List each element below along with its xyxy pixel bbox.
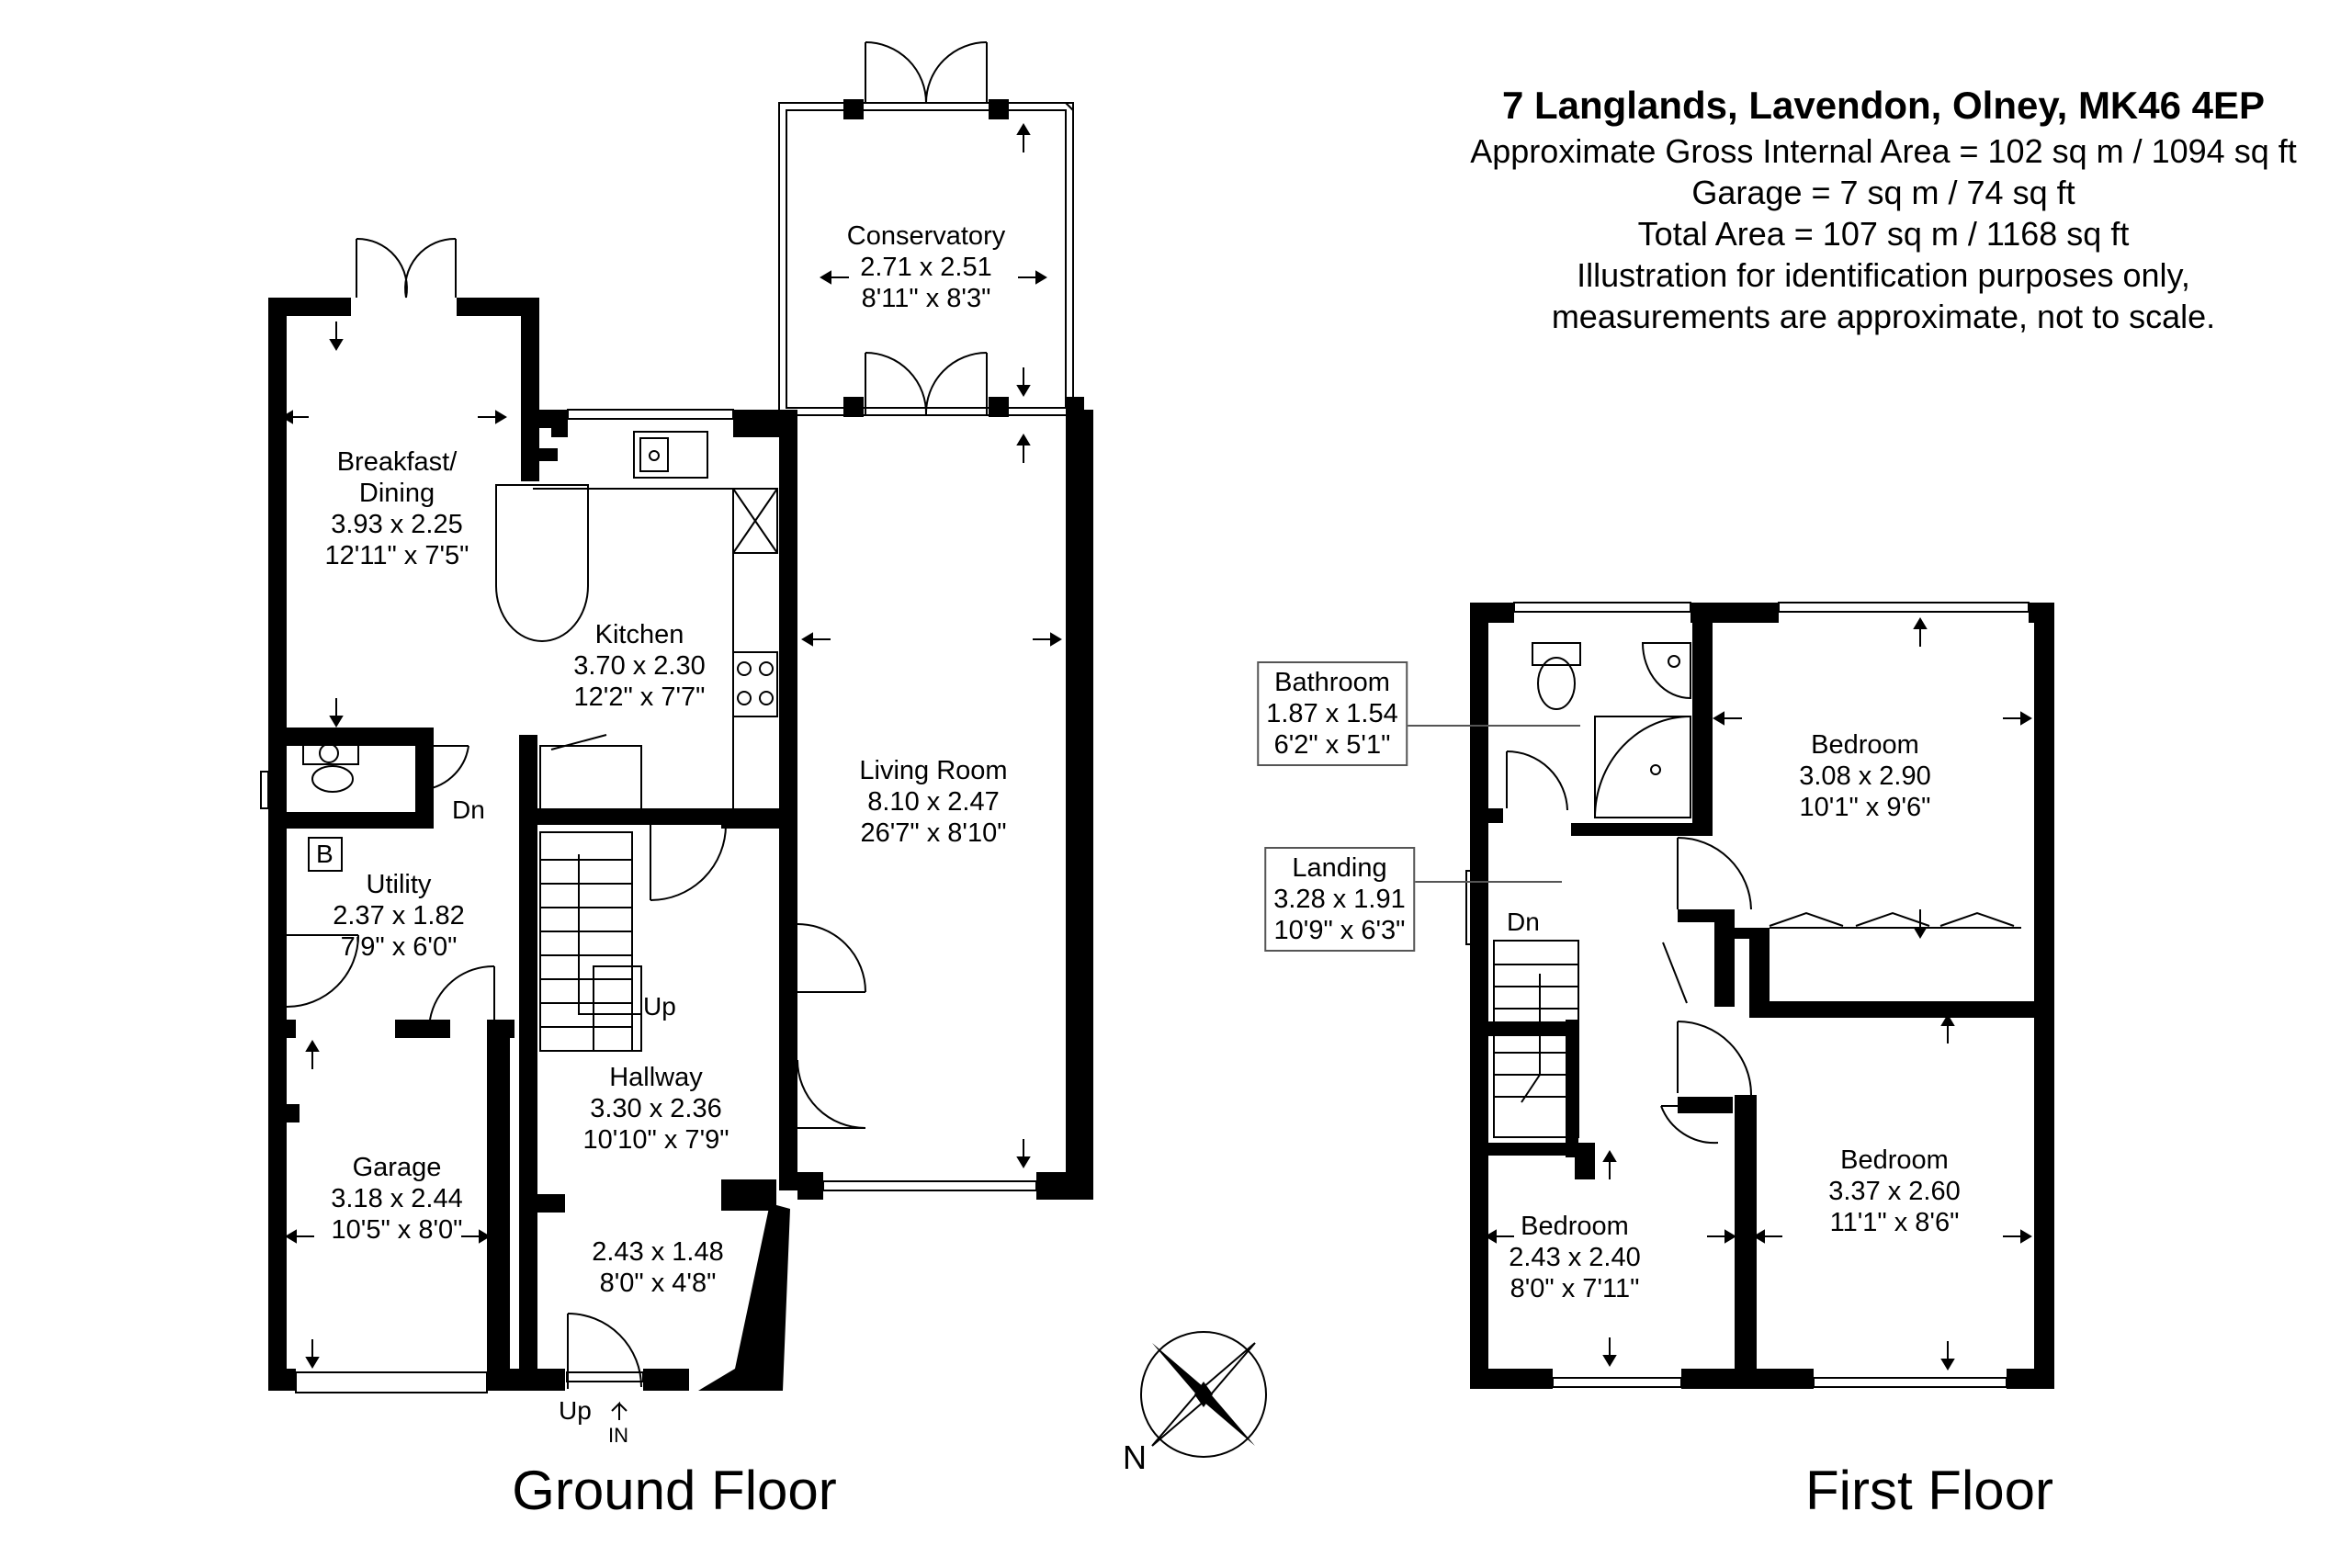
room-label-porch: 2.43 x 1.48 8'0" x 4'8": [592, 1236, 724, 1299]
compass-north-label: N: [1123, 1438, 1147, 1476]
room-imperial: 11'1" x 8'6": [1829, 1208, 1960, 1237]
room-name: Utility: [366, 870, 432, 899]
disclaimer-line-2: measurements are approximate, not to sca…: [1551, 298, 2216, 335]
room-label-landing: Landing 3.28 x 1.91 10'9" x 6'3": [1264, 847, 1415, 952]
ground-floor-walls: [268, 298, 1093, 1391]
room-label-garage: Garage 3.18 x 2.44 10'5" x 8'0": [331, 1152, 463, 1246]
room-imperial: 8'0" x 7'11": [1510, 1274, 1640, 1303]
room-name: Living Room: [859, 756, 1008, 785]
first-floor-walls: [1470, 603, 2054, 1389]
room-name: Landing: [1292, 853, 1387, 883]
first-floor-stairs-down-label: Dn: [1507, 908, 1540, 936]
room-imperial: 12'11" x 7'5": [324, 541, 469, 570]
room-metric: 3.93 x 2.25: [331, 510, 463, 539]
room-name: Breakfast/: [336, 447, 458, 477]
ground-floor-title: Ground Floor: [512, 1460, 837, 1521]
room-metric: 1.87 x 1.54: [1266, 699, 1398, 728]
room-name: Bedroom: [1811, 730, 1919, 760]
ground-floor-doors: [286, 41, 988, 1389]
room-name: Bathroom: [1274, 668, 1390, 697]
room-metric: 3.70 x 2.30: [573, 651, 706, 681]
room-metric: 2.37 x 1.82: [333, 901, 465, 931]
room-metric: 2.71 x 2.51: [860, 253, 992, 282]
room-name: Bedroom: [1521, 1212, 1629, 1241]
room-label-utility: Utility 2.37 x 1.82 7'9" x 6'0": [333, 869, 465, 963]
first-floor-windows: [1465, 602, 2030, 1388]
total-area: Total Area = 107 sq m / 1168 sq ft: [1637, 215, 2130, 253]
room-metric: 2.43 x 1.48: [592, 1237, 724, 1267]
room-name: Conservatory: [846, 221, 1006, 251]
stairs-up-label: Up: [643, 992, 676, 1021]
first-floor-title: First Floor: [1805, 1460, 2053, 1521]
room-metric: 2.43 x 2.40: [1509, 1243, 1641, 1272]
entrance-up-label: Up: [559, 1396, 592, 1425]
garage-area: Garage = 7 sq m / 74 sq ft: [1691, 174, 2075, 211]
room-name: Hallway: [609, 1063, 703, 1092]
room-metric: 3.08 x 2.90: [1799, 761, 1931, 791]
room-label-bathroom: Bathroom 1.87 x 1.54 6'2" x 5'1": [1257, 661, 1408, 766]
room-imperial: 26'7" x 8'10": [860, 818, 1007, 848]
room-label-conservatory: Conservatory 2.71 x 2.51 8'11" x 8'3": [847, 220, 1005, 314]
room-imperial: 10'10" x 7'9": [582, 1125, 729, 1155]
room-label-breakfast-dining: Breakfast/ Dining 3.93 x 2.25 12'11" x 7…: [325, 446, 469, 571]
room-label-bedroom-1: Bedroom 3.08 x 2.90 10'1" x 9'6": [1799, 729, 1931, 823]
room-imperial: 7'9" x 6'0": [340, 932, 458, 962]
compass-rose: [1140, 1331, 1267, 1458]
dimension-arrows: [281, 123, 2032, 1371]
room-imperial: 12'2" x 7'7": [573, 682, 706, 712]
first-floor-fittings: [1493, 642, 2021, 1145]
room-metric: 3.18 x 2.44: [331, 1184, 463, 1213]
ground-floor-stairs: [539, 831, 642, 1420]
conservatory-posts: [843, 99, 1084, 417]
room-imperial: 10'5" x 8'0": [331, 1215, 463, 1245]
room-label-kitchen: Kitchen 3.70 x 2.30 12'2" x 7'7": [573, 619, 706, 713]
room-metric: 3.30 x 2.36: [590, 1094, 722, 1123]
stairs-down-label: Dn: [452, 795, 485, 824]
property-header: 7 Langlands, Lavendon, Olney, MK46 4EP A…: [1185, 81, 2352, 337]
room-label-hallway: Hallway 3.30 x 2.36 10'10" x 7'9": [582, 1062, 729, 1156]
room-imperial: 6'2" x 5'1": [1273, 730, 1391, 760]
boiler-label: B: [316, 840, 334, 868]
room-metric: 3.37 x 2.60: [1828, 1177, 1961, 1206]
room-imperial: 10'1" x 9'6": [1799, 793, 1931, 822]
room-imperial: 10'9" x 6'3": [1273, 916, 1406, 945]
room-imperial: 8'0" x 4'8": [599, 1269, 717, 1298]
room-name: Bedroom: [1840, 1145, 1949, 1175]
room-imperial: 8'11" x 8'3": [861, 284, 991, 313]
room-label-bedroom-3: Bedroom 2.43 x 2.40 8'0" x 7'11": [1509, 1211, 1641, 1304]
disclaimer-line-1: Illustration for identification purposes…: [1577, 256, 2190, 294]
property-address: 7 Langlands, Lavendon, Olney, MK46 4EP: [1501, 84, 2266, 127]
room-name: Garage: [352, 1153, 442, 1182]
room-name: Kitchen: [594, 620, 684, 649]
entrance-in-label: IN: [608, 1424, 628, 1447]
room-label-bedroom-2: Bedroom 3.37 x 2.60 11'1" x 8'6": [1828, 1145, 1961, 1238]
ground-floor-windows: [260, 409, 1037, 1393]
gross-internal-area: Approximate Gross Internal Area = 102 sq…: [1470, 132, 2297, 170]
room-name: Dining: [358, 479, 435, 508]
kitchen-fittings: [302, 431, 778, 872]
room-metric: 3.28 x 1.91: [1273, 885, 1406, 914]
label-leaders: [1408, 725, 1580, 883]
room-metric: 8.10 x 2.47: [867, 787, 1000, 817]
room-label-living-room: Living Room 8.10 x 2.47 26'7" x 8'10": [859, 755, 1007, 849]
